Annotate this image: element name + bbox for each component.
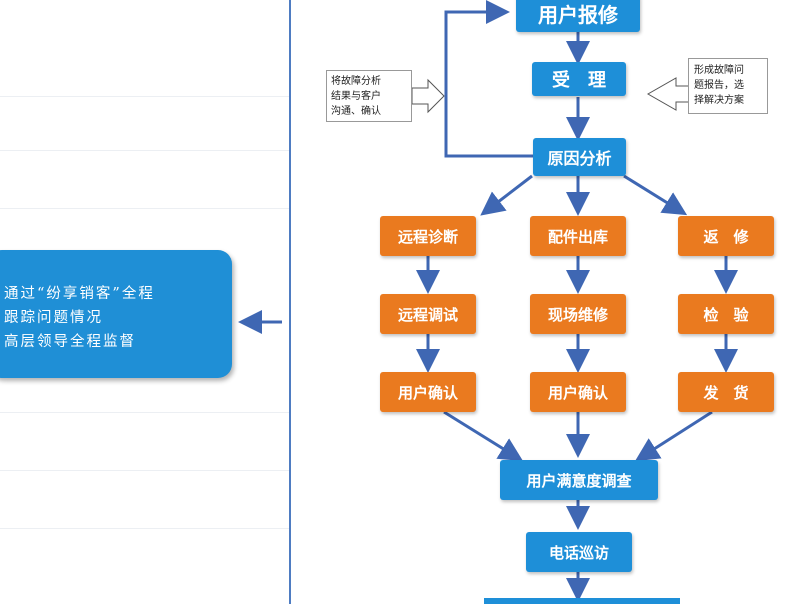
node-user-confirm-mid: 用户确认 — [530, 372, 626, 412]
note-right-line-2: 题报告，选 — [694, 80, 744, 91]
vertical-divider — [289, 0, 291, 604]
note-left-line-1: 将故障分析 — [331, 76, 381, 87]
node-user-confirm-left: 用户确认 — [380, 372, 476, 412]
background-line — [0, 412, 289, 413]
background-line — [0, 470, 289, 471]
node-shipping: 发 货 — [678, 372, 774, 412]
info-line-1: 通过“纷享销客”全程 — [4, 286, 155, 302]
feedback-loop-line — [444, 0, 534, 158]
background-line — [0, 150, 289, 151]
node-accept: 受 理 — [532, 62, 626, 96]
tracking-info-box: 通过“纷享销客”全程 跟踪问题情况 高层领导全程监督 — [0, 250, 232, 378]
info-line-3: 高层领导全程监督 — [4, 334, 136, 350]
background-line — [0, 208, 289, 209]
arrow-analysis-branch-right — [623, 174, 688, 216]
note-left-line-3: 沟通、确认 — [331, 106, 381, 117]
note-right-line-3: 择解决方案 — [694, 95, 744, 106]
note-left: 将故障分析 结果与客户 沟通、确认 — [326, 70, 412, 122]
node-remote-debug: 远程调试 — [380, 294, 476, 334]
node-phone-callback: 电话巡访 — [526, 532, 632, 572]
node-report: 用户报修 — [516, 0, 640, 32]
note-right-line-1: 形成故障问 — [694, 65, 744, 76]
hollow-arrow-right-icon — [411, 78, 445, 114]
hollow-arrow-left-icon — [646, 77, 691, 111]
background-line — [0, 528, 289, 529]
arrow-left-to-survey — [443, 410, 524, 462]
arrow-right-to-survey — [634, 410, 713, 462]
info-line-2: 跟踪问题情况 — [4, 310, 103, 326]
node-analysis: 原因分析 — [533, 138, 626, 176]
node-satisfaction-survey: 用户满意度调查 — [500, 460, 658, 500]
arrow-analysis-branch-left — [480, 174, 533, 216]
node-onsite-repair: 现场维修 — [530, 294, 626, 334]
node-inspection: 检 验 — [678, 294, 774, 334]
note-left-line-2: 结果与客户 — [331, 91, 381, 102]
next-step-box-partial — [484, 598, 680, 604]
node-remote-diagnosis: 远程诊断 — [380, 216, 476, 256]
node-parts-outbound: 配件出库 — [530, 216, 626, 256]
node-return-repair: 返 修 — [678, 216, 774, 256]
note-right: 形成故障问 题报告，选 择解决方案 — [688, 58, 768, 114]
background-line — [0, 96, 289, 97]
